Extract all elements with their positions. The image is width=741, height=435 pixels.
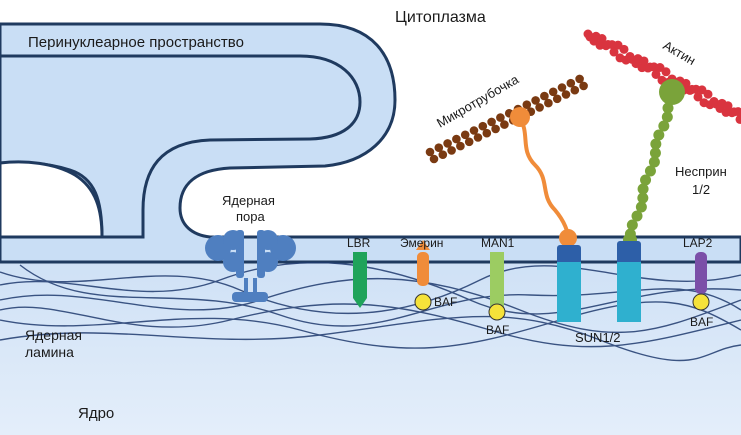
actin-filament <box>583 29 741 124</box>
microtubule-bead <box>438 150 448 159</box>
nesprin-bead <box>637 183 649 195</box>
nesprin-bead <box>626 219 638 231</box>
label-cytoplasm: Цитоплазма <box>395 9 486 26</box>
actin-bead <box>651 69 661 79</box>
label-actin: Актин <box>661 38 699 68</box>
microtubule-bead <box>473 133 483 142</box>
nesprin-bead <box>653 129 665 141</box>
microtubule-bead <box>447 146 456 155</box>
nesprin-bead <box>658 120 670 132</box>
microtubule-bead <box>500 120 509 129</box>
sun-protein-left <box>557 245 581 322</box>
microtubule-bead <box>487 117 496 127</box>
actin-bead <box>661 67 671 77</box>
label-lbr: LBR <box>347 236 371 250</box>
microtubule-bead <box>531 96 540 105</box>
microtubule-bead <box>570 85 580 95</box>
nuclear-pore-complex <box>205 230 296 302</box>
microtubule-bead <box>464 137 474 147</box>
man1-protein <box>490 252 504 310</box>
microtubule <box>425 74 588 164</box>
microtubule-bead <box>552 94 562 104</box>
nesprin-bead <box>644 165 656 177</box>
microtubule-bead <box>557 83 567 92</box>
nesprin-bead <box>640 174 652 186</box>
nesprin-bead <box>662 102 674 114</box>
microtubule-bead <box>429 154 439 164</box>
sun-protein-right <box>617 241 641 322</box>
nesprin-bead <box>635 201 647 213</box>
actin-bead <box>619 44 629 54</box>
microtubule-bead <box>491 124 500 134</box>
nesprin-kash-orange <box>559 229 577 247</box>
label-nuclear-lamina-2: ламина <box>25 344 74 360</box>
microtubule-bead <box>469 126 479 135</box>
actin-bead <box>703 89 713 99</box>
actin-bead <box>609 47 619 57</box>
microtubule-bead <box>456 141 465 151</box>
microtubule-bead <box>478 121 488 131</box>
emerin-tip <box>416 240 430 250</box>
actin-bead <box>597 34 607 44</box>
microtubule-bead <box>561 90 571 99</box>
label-perinuclear-space: Перинуклеарное пространство <box>28 34 244 51</box>
cytoplasm-loop <box>0 54 362 239</box>
microtubule-bead <box>452 134 461 144</box>
microtubule-bead <box>434 143 444 152</box>
microtubule-bead <box>482 128 492 138</box>
lbr-protein <box>353 252 367 298</box>
baf-lap2 <box>692 293 710 311</box>
label-lap2: LAP2 <box>683 236 713 250</box>
baf-emerin <box>414 293 432 311</box>
label-microtubule: Микротрубочка <box>434 71 522 130</box>
label-nesprin-1: Несприн <box>675 164 727 179</box>
emerin-protein <box>417 252 429 286</box>
microtubule-bead <box>425 147 435 157</box>
label-man1: MAN1 <box>481 236 515 250</box>
microtubule-bead <box>566 78 576 88</box>
nesprin-actin-binding <box>659 79 685 105</box>
microtubule-motor <box>510 107 530 127</box>
actin-bead <box>681 78 691 88</box>
microtubule-bead <box>579 81 588 91</box>
nesprin-bead <box>637 192 649 204</box>
nesprin-bead <box>648 156 660 168</box>
actin-bead <box>639 56 649 66</box>
actin-bead <box>693 92 703 102</box>
nesprin-bead <box>661 111 673 123</box>
microtubule-bead <box>496 113 505 122</box>
lbr-tip <box>353 298 367 308</box>
microtubule-bead <box>535 103 544 112</box>
label-baf-lap2: BAF <box>690 315 713 329</box>
actin-bead <box>735 114 741 124</box>
label-nesprin-2: 1/2 <box>692 182 710 197</box>
label-sun: SUN1/2 <box>575 330 621 345</box>
label-nuclear-pore-2: пора <box>236 209 265 224</box>
label-nuclear-pore-1: Ядерная <box>222 193 275 208</box>
nesprin-bead <box>650 138 662 150</box>
microtubule-bead <box>544 98 553 108</box>
nesprin-bead <box>631 210 643 222</box>
microtubule-bead <box>540 91 549 101</box>
nesprin-bead <box>649 147 661 159</box>
actin-bead <box>733 107 741 117</box>
lap2-protein <box>695 252 707 294</box>
label-baf-emerin: BAF <box>434 295 457 309</box>
microtubule-bead <box>575 74 584 84</box>
microtubule-bead <box>460 130 470 140</box>
label-emerin: Эмерин <box>400 236 443 250</box>
nesprin-chain <box>623 102 674 247</box>
nesprin-microtubule-linker <box>518 116 570 239</box>
baf-man1 <box>488 303 506 321</box>
microtubule-bead <box>522 100 532 109</box>
microtubule-bead <box>443 139 452 148</box>
cytoplasm-pocket <box>0 160 104 239</box>
label-nuclear-lamina-1: Ядерная <box>25 327 82 343</box>
label-nucleus: Ядро <box>78 405 114 422</box>
label-baf-man1: BAF <box>486 323 509 337</box>
actin-bead <box>723 101 733 111</box>
microtubule-bead <box>548 87 558 97</box>
